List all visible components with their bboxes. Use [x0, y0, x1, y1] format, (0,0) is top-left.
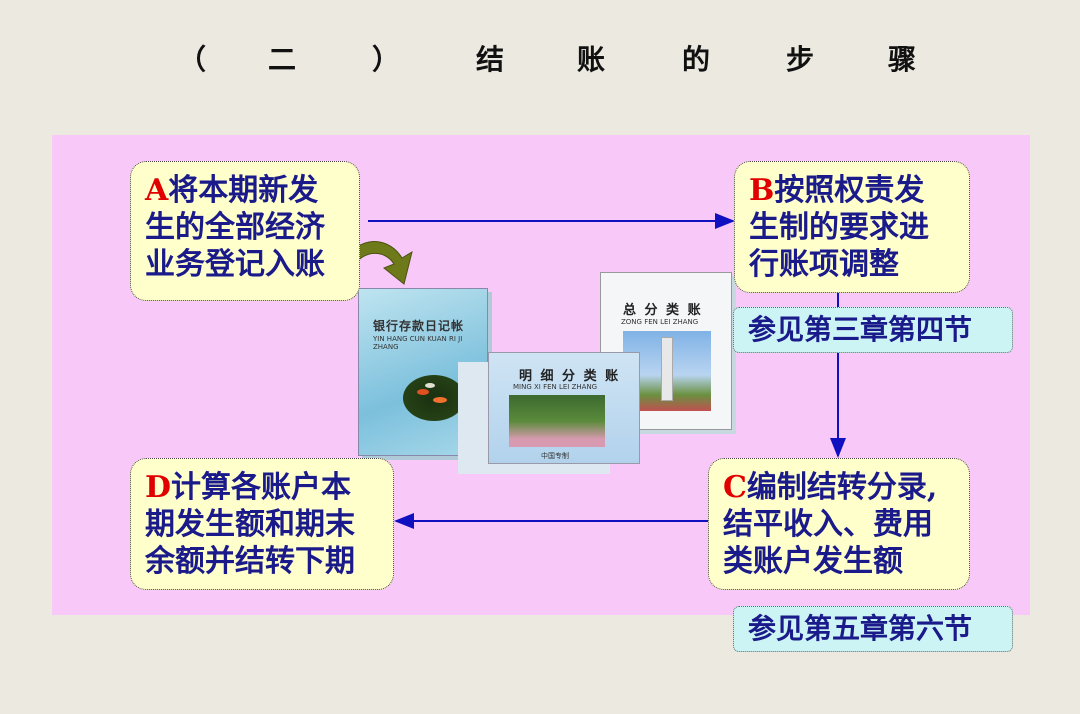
step-d-box: D计算各账户本 期发生额和期末 余额并结转下期 — [130, 458, 394, 590]
title-char: 账 — [577, 43, 606, 76]
fish-pond-image — [403, 375, 465, 421]
title-char: （ — [178, 43, 207, 76]
general-ledger-title: 总 分 类 账 — [623, 303, 703, 318]
page-title: （ 二 ） 结 账 的 步 骤 — [0, 38, 1080, 78]
title-char: 骤 — [888, 43, 917, 76]
step-d-letter: D — [145, 470, 172, 505]
step-c-letter: C — [723, 470, 747, 505]
step-a-box: A将本期新发 生的全部经济 业务登记入账 — [130, 161, 360, 301]
step-c-text: 编制结转分录, 结平收入、费用 类账户发生额 — [723, 470, 938, 579]
step-b-text: 按照权责发 生制的要求进 行账项调整 — [749, 173, 929, 282]
bank-journal-book: 银行存款日记帐 YIN HANG CUN KUAN RI JI ZHANG — [358, 288, 488, 456]
title-char: 二 — [268, 43, 297, 76]
bank-journal-title: 银行存款日记帐 — [373, 319, 465, 333]
step-d-text: 计算各账户本 期发生额和期末 余额并结转下期 — [145, 470, 355, 579]
title-char: 结 — [476, 43, 505, 76]
step-a-text: 将本期新发 生的全部经济 业务登记入账 — [145, 173, 325, 282]
title-char: 步 — [786, 43, 815, 76]
bank-journal-subtitle: YIN HANG CUN KUAN RI JI ZHANG — [373, 335, 463, 351]
step-a-letter: A — [145, 173, 169, 208]
garden-photo — [509, 395, 605, 447]
step-b-letter: B — [749, 173, 775, 208]
step-b-box: B按照权责发 生制的要求进 行账项调整 — [734, 161, 970, 293]
step-c-box: C编制结转分录, 结平收入、费用 类账户发生额 — [708, 458, 970, 590]
subsidiary-ledger-subtitle: MING XI FEN LEI ZHANG — [513, 383, 598, 391]
general-ledger-subtitle: ZONG FEN LEI ZHANG — [621, 318, 699, 326]
reference-b: 参见第三章第四节 — [733, 307, 1013, 353]
title-char: 的 — [682, 43, 711, 76]
subsidiary-ledger-book: 明 细 分 类 账 MING XI FEN LEI ZHANG 中国专制 — [488, 352, 640, 464]
subsidiary-ledger-title: 明 细 分 类 账 — [519, 369, 621, 384]
reference-c: 参见第五章第六节 — [733, 606, 1013, 652]
title-char: ） — [372, 43, 401, 76]
subsidiary-ledger-footer: 中国专制 — [541, 452, 569, 460]
